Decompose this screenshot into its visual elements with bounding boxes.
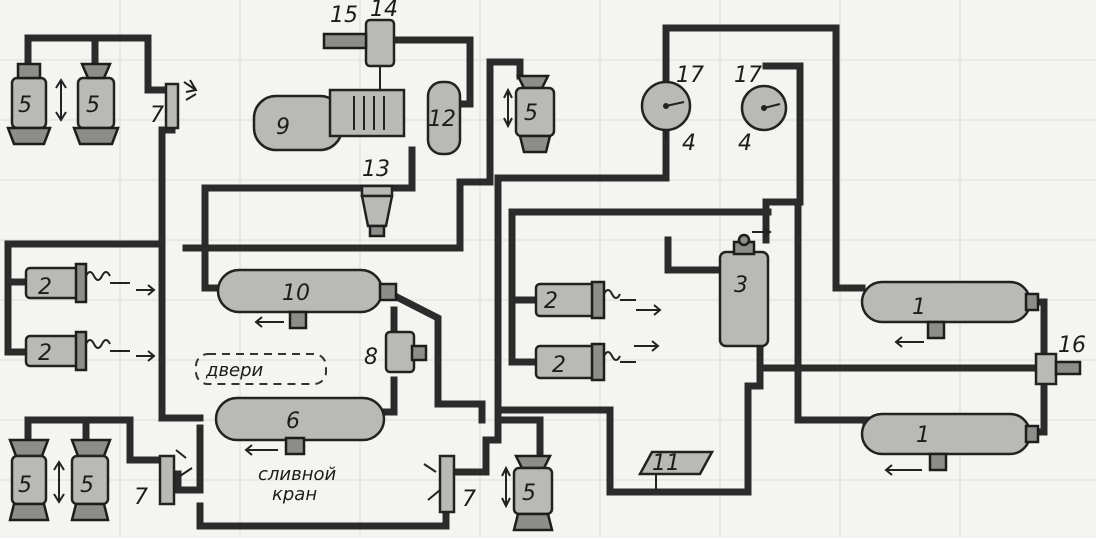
label-4-a: 4 [682, 131, 696, 156]
label-2-c: 2 [544, 289, 558, 314]
air-reservoir-1-a [860, 280, 1040, 348]
door-valve-7-c [423, 454, 456, 514]
air-reservoir-10 [216, 268, 398, 330]
door-cylinder-2-c [534, 280, 662, 320]
label-15: 15 [330, 3, 358, 28]
air-intake-14 [322, 18, 396, 90]
compressor-9 [252, 88, 406, 152]
coupling-head-16 [1034, 352, 1082, 386]
pressure-gauge-17-a [640, 80, 692, 140]
brake-chamber-5-d [70, 438, 112, 522]
label-10: 10 [282, 281, 310, 306]
label-11: 11 [652, 451, 680, 476]
label-7-c: 7 [462, 487, 476, 512]
label-17-a: 17 [676, 63, 704, 88]
pressure-valve-8 [384, 330, 428, 374]
label-17-b: 17 [734, 63, 762, 88]
label-9: 9 [276, 115, 290, 140]
air-reservoir-6 [214, 396, 386, 456]
label-5-c: 5 [18, 473, 32, 498]
drain-valve-annotation-line1: сливной [258, 464, 336, 485]
drain-valve-annotation-line2: кран [272, 484, 317, 505]
brake-chamber-5-a [6, 62, 52, 146]
text-annotations: двери сливной кран [205, 360, 336, 505]
brake-chamber-5-c [8, 438, 50, 522]
doors-annotation: двери [205, 360, 264, 381]
doors-outline [195, 353, 327, 385]
door-valve-7-a [164, 79, 198, 130]
label-8: 8 [364, 345, 378, 370]
label-12: 12 [428, 107, 456, 132]
label-2-a: 2 [38, 275, 52, 300]
door-cylinder-2-b [24, 330, 156, 372]
brake-pedal-11 [637, 450, 715, 492]
oil-separator-12 [426, 80, 462, 156]
label-7-a: 7 [150, 103, 164, 128]
brake-valve-3 [718, 227, 772, 348]
callout-labels: 5 5 7 9 15 14 12 13 10 8 6 2 2 5 5 7 7 5… [18, 0, 1086, 512]
label-5-f: 5 [524, 101, 538, 126]
label-5-e: 5 [522, 481, 536, 506]
brake-chamber-5-f [503, 74, 556, 154]
label-13: 13 [362, 157, 390, 182]
label-7-b: 7 [134, 485, 148, 510]
label-1-a: 1 [912, 295, 926, 320]
label-5-b: 5 [86, 93, 100, 118]
label-6: 6 [286, 409, 300, 434]
label-16: 16 [1058, 333, 1086, 358]
label-14: 14 [370, 0, 398, 22]
brake-chamber-5-e [501, 454, 554, 532]
brake-chamber-5-b [72, 62, 120, 146]
door-cylinder-2-a [24, 262, 156, 304]
stroke-arrow-bottom-left [53, 460, 65, 504]
door-cylinder-2-d [534, 340, 660, 382]
door-valve-7-b [158, 449, 193, 506]
label-5-a: 5 [18, 93, 32, 118]
label-4-b: 4 [738, 131, 752, 156]
pressure-gauge-17-b [740, 84, 788, 132]
label-2-d: 2 [552, 353, 566, 378]
filter-13 [360, 184, 394, 238]
label-1-b: 1 [916, 423, 930, 448]
air-reservoir-1-b [860, 412, 1040, 476]
label-5-d: 5 [80, 473, 94, 498]
stroke-arrow-top-left [55, 78, 67, 122]
label-3: 3 [734, 273, 748, 298]
label-2-b: 2 [38, 341, 52, 366]
